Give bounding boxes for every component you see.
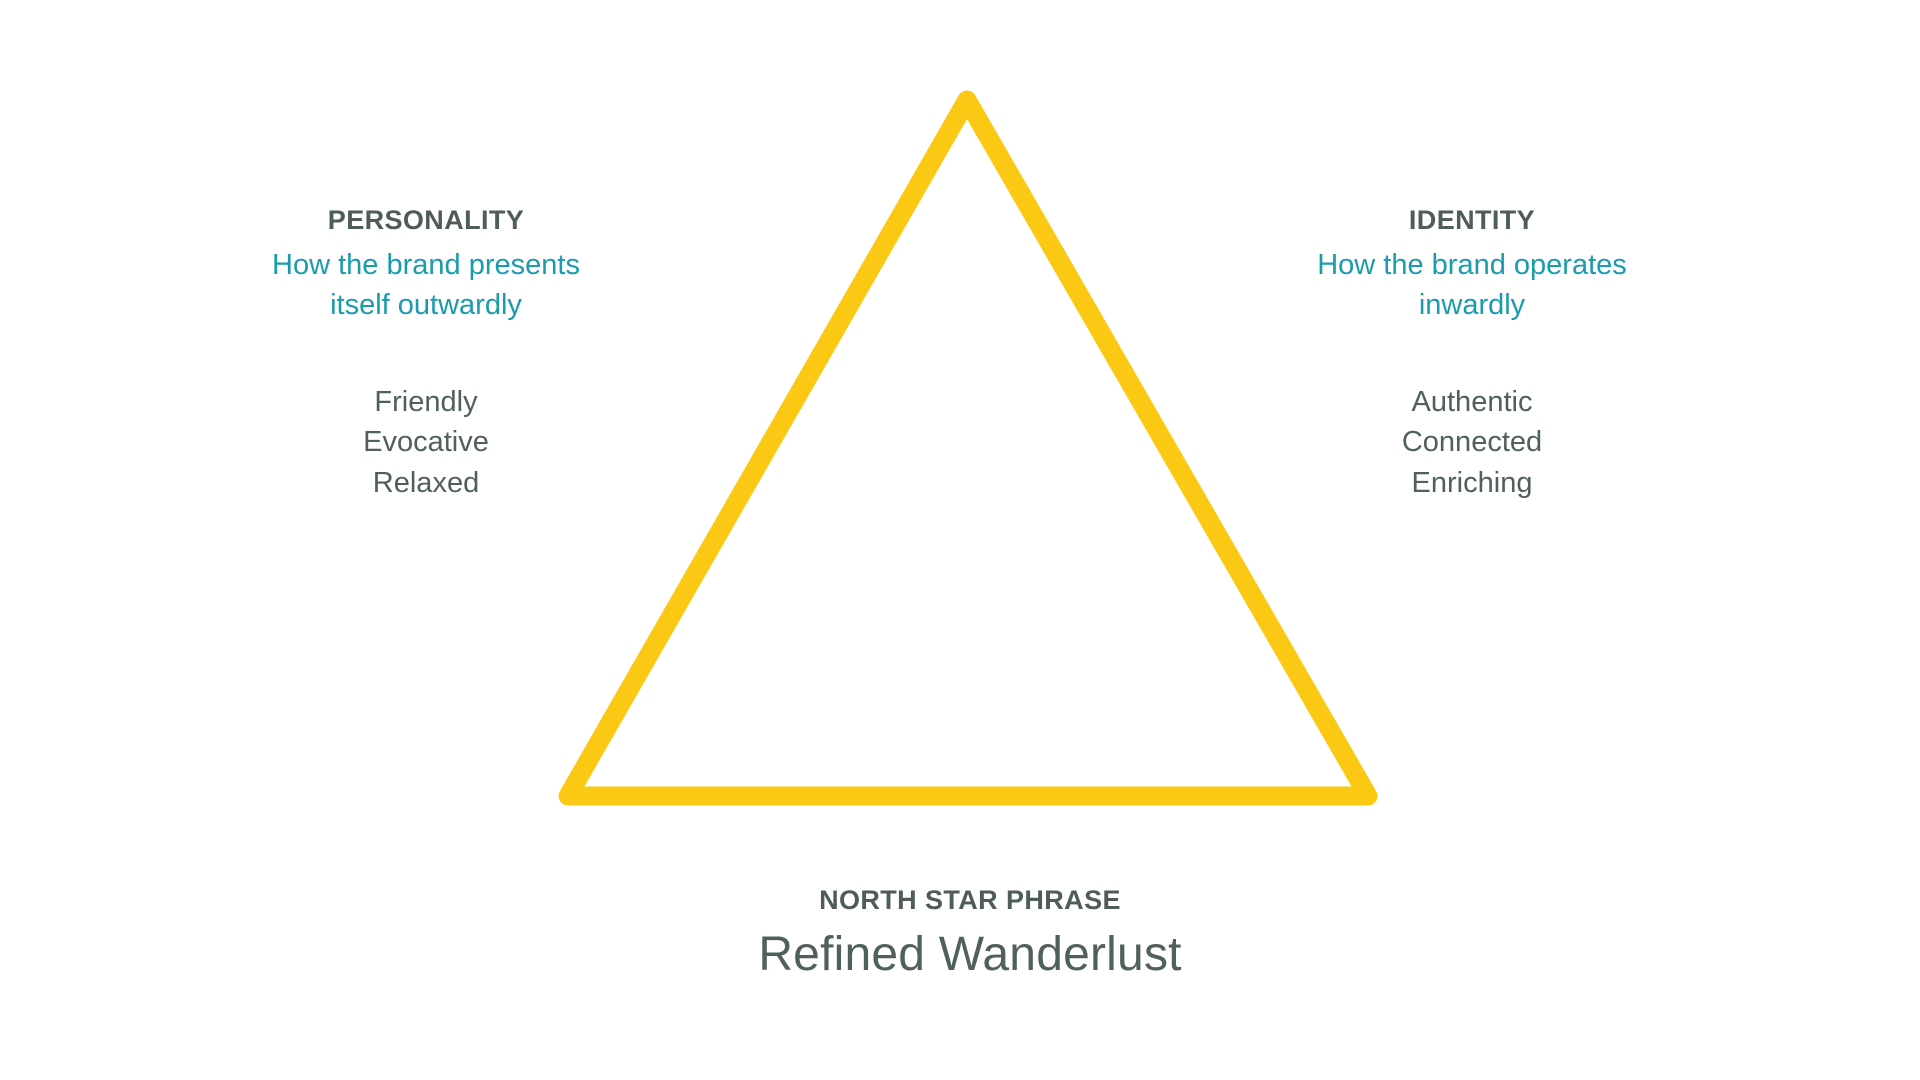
personality-description: How the brand presents itself outwardly bbox=[176, 245, 676, 325]
identity-panel: IDENTITY How the brand operates inwardly… bbox=[1222, 205, 1722, 504]
identity-description-line-1: How the brand operates bbox=[1317, 248, 1627, 281]
north-star-panel: NORTH STAR PHRASE Refined Wanderlust bbox=[560, 885, 1380, 984]
north-star-title: NORTH STAR PHRASE bbox=[819, 885, 1121, 915]
identity-title: IDENTITY bbox=[1408, 205, 1536, 235]
personality-attribute-item: Friendly bbox=[374, 385, 478, 418]
personality-title: PERSONALITY bbox=[327, 205, 525, 235]
identity-description-line-2: inwardly bbox=[1418, 288, 1526, 321]
identity-attribute-item: Authentic bbox=[1411, 385, 1533, 418]
personality-attribute-item: Relaxed bbox=[372, 467, 480, 500]
personality-description-line-2: itself outwardly bbox=[330, 288, 522, 321]
identity-description: How the brand operates inwardly bbox=[1222, 245, 1722, 325]
identity-attribute-item: Enriching bbox=[1411, 467, 1533, 500]
personality-attribute-list: Friendly Evocative Relaxed bbox=[176, 382, 676, 504]
identity-attribute-item: Connected bbox=[1401, 426, 1543, 459]
triangle-polygon bbox=[558, 90, 1378, 806]
north-star-phrase: Refined Wanderlust bbox=[758, 928, 1182, 982]
personality-attribute-item: Evocative bbox=[363, 426, 489, 459]
personality-panel: PERSONALITY How the brand presents itsel… bbox=[176, 205, 676, 504]
identity-attribute-list: Authentic Connected Enriching bbox=[1222, 382, 1722, 504]
personality-description-line-1: How the brand presents bbox=[272, 248, 580, 281]
